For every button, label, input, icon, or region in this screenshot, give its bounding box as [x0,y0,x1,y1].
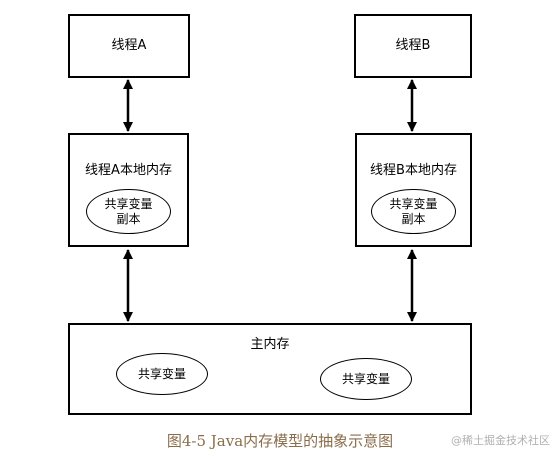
thread-b-label: 线程B [395,38,431,53]
thread-a-copy-line1: 共享变量 [104,196,153,211]
watermark: @稀土掘金技术社区 [451,434,550,447]
thread-b-shared-var-copy: 共享变量 副本 [371,189,456,234]
thread-b-copy-line1: 共享变量 [389,196,438,211]
main-shared-var-1: 共享变量 [116,353,208,395]
thread-b-copy-line2: 副本 [401,211,426,226]
thread-b-box: 线程B [354,14,472,78]
thread-a-box: 线程A [68,14,190,78]
main-memory-label: 主内存 [250,337,290,352]
thread-a-local-memory-label: 线程A本地内存 [85,163,172,178]
main-shared-var-2-label: 共享变量 [341,371,390,386]
main-shared-var-2: 共享变量 [320,358,412,400]
thread-a-shared-var-copy: 共享变量 副本 [86,189,171,234]
thread-b-local-memory-label: 线程B本地内存 [370,163,457,178]
main-shared-var-1-label: 共享变量 [137,366,186,381]
thread-a-copy-line2: 副本 [116,211,141,226]
thread-a-label: 线程A [111,38,147,53]
figure-caption: 图4-5 Java内存模型的抽象示意图 [166,432,394,450]
